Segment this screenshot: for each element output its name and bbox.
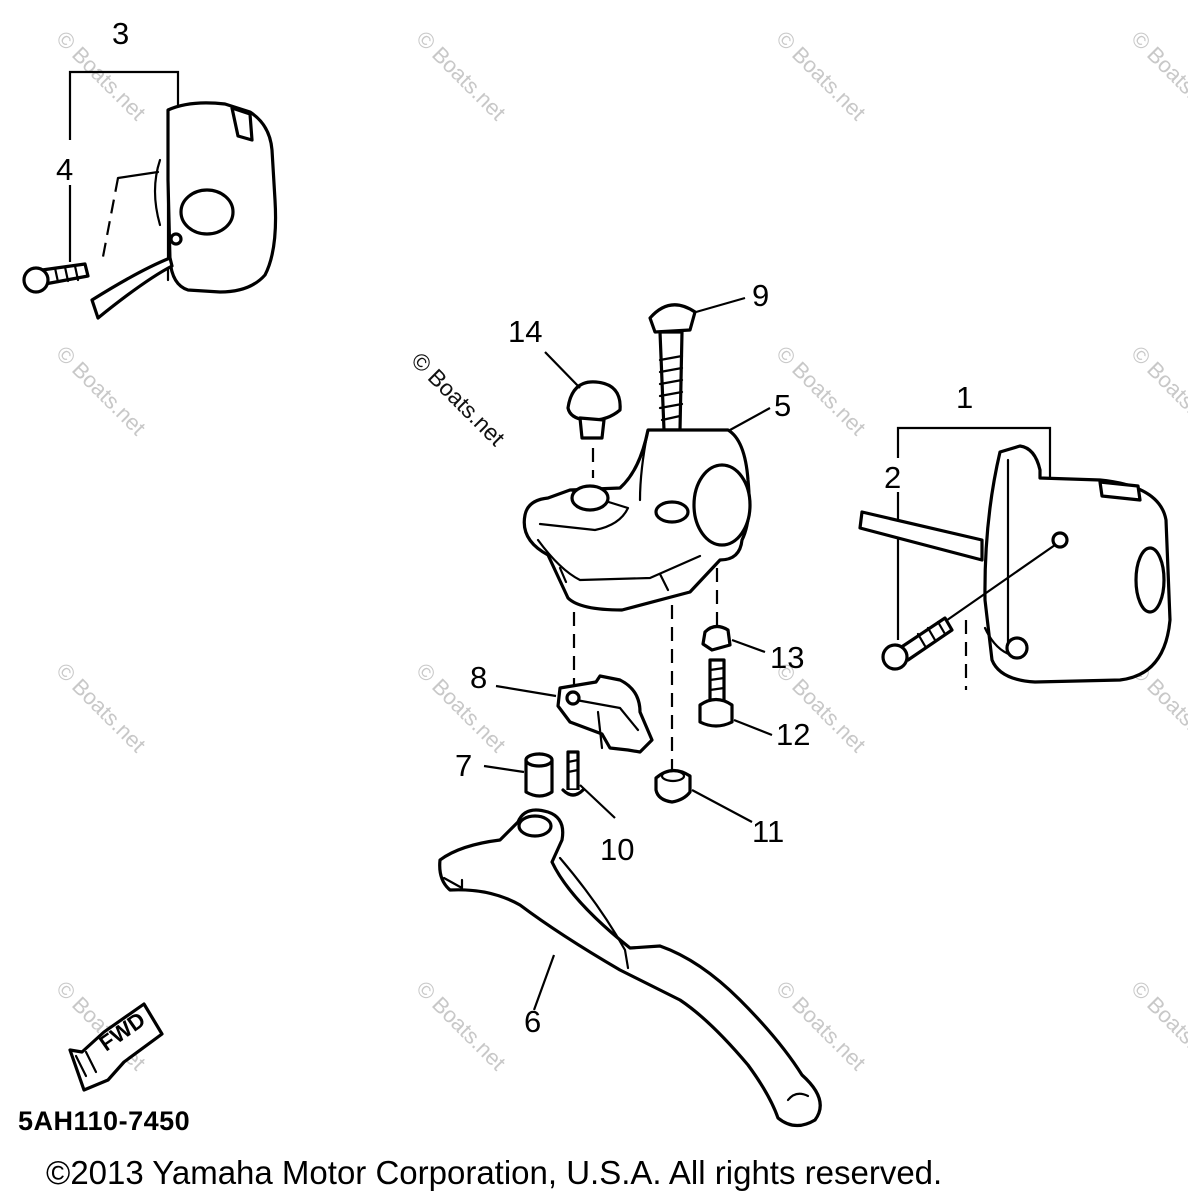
right-handlebar-switch <box>858 426 1172 690</box>
brake-switch-8 <box>495 674 654 754</box>
screw-10 <box>561 750 616 819</box>
watermark: © Boats.net <box>1126 341 1188 440</box>
watermark: © Boats.net <box>411 26 510 125</box>
callout-3: 3 <box>112 16 129 51</box>
brake-lever-6 <box>438 808 822 1128</box>
collar-7 <box>483 752 554 798</box>
watermark: © Boats.net <box>411 658 510 757</box>
watermark: © Boats.net <box>1126 976 1188 1075</box>
lever-bracket-5 <box>522 407 771 612</box>
diagram-code: 5AH110-7450 <box>18 1106 190 1136</box>
watermark: © Boats.net <box>51 341 150 440</box>
callout-13: 13 <box>770 640 804 675</box>
bolt-12 <box>698 658 773 737</box>
watermark: © Boats.net <box>411 976 510 1075</box>
copyright-notice: ©2013 Yamaha Motor Corporation, U.S.A. A… <box>46 1154 942 1191</box>
callout-7: 7 <box>455 748 472 783</box>
fwd-arrow-icon <box>68 1002 164 1092</box>
callout-1: 1 <box>956 380 973 415</box>
watermark: © Boats.net <box>51 26 150 125</box>
callout-8: 8 <box>470 660 487 695</box>
callout-4: 4 <box>56 152 73 187</box>
left-handlebar-switch <box>22 70 278 320</box>
cap-14 <box>544 351 622 478</box>
callout-12: 12 <box>776 717 810 752</box>
watermark: © Boats.net <box>1126 26 1188 125</box>
watermark: © Boats.net <box>51 658 150 757</box>
callout-5: 5 <box>774 388 791 423</box>
callout-14: 14 <box>508 314 542 349</box>
callout-2: 2 <box>884 460 901 495</box>
callout-6: 6 <box>524 1004 541 1039</box>
callout-9: 9 <box>752 278 769 313</box>
nut-13 <box>701 624 766 654</box>
callout-11: 11 <box>752 814 784 849</box>
nut-11 <box>654 768 753 823</box>
watermark-dark: © Boats.net <box>406 347 510 451</box>
bolt-9 <box>648 296 746 505</box>
callout-10: 10 <box>600 832 634 867</box>
watermark: © Boats.net <box>771 26 870 125</box>
